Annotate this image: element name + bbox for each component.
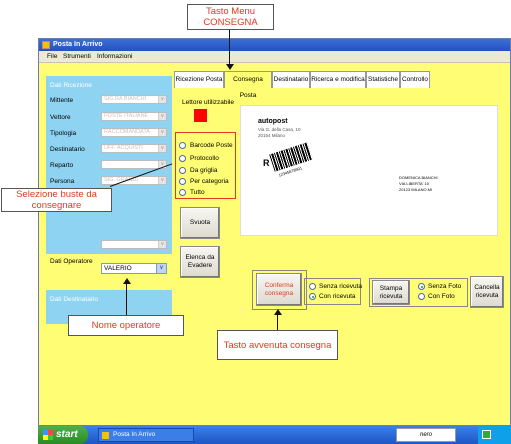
window-title: Posta In Arrivo [53, 41, 103, 48]
callout-selezione-buste: Selezione buste da consegnare [1, 188, 112, 212]
option-protocollo[interactable] [179, 155, 186, 162]
callout-arrow [126, 282, 127, 315]
option-da-griglia[interactable] [179, 167, 186, 174]
callout-arrow [277, 311, 278, 330]
envelope-preview: autopost Via G. della Casa, 10 20154 Mil… [240, 105, 498, 236]
chevron-down-icon[interactable]: ∨ [158, 145, 166, 152]
tab-controllo[interactable]: Controllo [400, 71, 430, 88]
chevron-down-icon[interactable]: ∨ [156, 264, 166, 273]
option-tutto[interactable] [179, 189, 186, 196]
option-con-foto[interactable] [418, 293, 425, 300]
raccomandata-mark: R [263, 158, 270, 168]
callout-nome-operatore: Nome operatore [68, 315, 184, 336]
sender-city: 20154 Milano [258, 133, 286, 138]
tab-consegna-posta[interactable]: Consegna Posta [224, 71, 272, 99]
tipologia-field[interactable]: RACCOMANDATA∨ [101, 128, 167, 137]
title-bar: Posta In Arrivo [39, 39, 510, 51]
option-label: Con Foto [428, 293, 455, 300]
chevron-down-icon[interactable]: ∨ [158, 241, 166, 248]
arrow-head-icon [226, 64, 234, 70]
start-button[interactable]: start [38, 426, 88, 444]
arrow-head-icon [274, 309, 282, 315]
tab-statistiche[interactable]: Statistiche [366, 71, 400, 88]
stampa-ricevuta-button[interactable]: Stampa ricevuta [372, 280, 410, 305]
option-label: Barcode Poste [190, 142, 233, 149]
arrow-head-icon [123, 278, 131, 284]
operatore-section-title: Dati Operatore [50, 258, 93, 265]
recipient-street: VIA LIBERTA' 10 [399, 181, 429, 186]
elenca-da-evadere-button[interactable]: Elenca da Evadere [180, 246, 220, 278]
windows-logo-icon [43, 430, 53, 440]
chevron-down-icon[interactable]: ∨ [158, 96, 166, 103]
recipient-city: 20123 MILANO MI [399, 187, 433, 192]
callout-tasto-avvenuta: Tasto avvenuta consegna [217, 330, 338, 360]
empty-field[interactable]: ∨ [101, 240, 167, 249]
operatore-select[interactable]: VALERIO∨ [101, 263, 167, 274]
chevron-down-icon[interactable]: ∨ [158, 129, 166, 136]
sender-address: Via G. della Casa, 10 [258, 127, 301, 132]
nero-tray-logo: nero [396, 428, 456, 442]
field-label-mittente: Mittente [50, 97, 74, 104]
taskbar: start Posta In Arrivo nero [38, 426, 511, 444]
tray-icon[interactable] [482, 430, 491, 439]
option-label: Protocollo [190, 155, 219, 162]
option-label: Con ricevuta [319, 293, 356, 300]
tab-ricezione-posta[interactable]: Ricezione Posta [174, 71, 224, 88]
cancella-ricevuta-button[interactable]: Cancella ricevuta [470, 276, 504, 308]
option-con-ricevuta[interactable] [309, 293, 316, 300]
stampa-frame [369, 278, 468, 307]
chevron-down-icon[interactable]: ∨ [158, 177, 166, 184]
option-senza-foto[interactable] [418, 283, 425, 290]
field-label-tipologia: Tipologia [50, 130, 77, 137]
svuota-button[interactable]: Svuota [180, 207, 220, 239]
option-label: Per categoria [190, 178, 229, 185]
lettore-label: Lettore utilizzabile [182, 99, 235, 106]
ricezione-section-title: Dati Ricezione [50, 82, 92, 89]
reader-status-indicator [194, 109, 207, 122]
option-label: Senza Foto [428, 283, 462, 290]
option-per-categoria[interactable] [179, 178, 186, 185]
destinatario-field[interactable]: UFF. ACQUISTI∨ [101, 144, 167, 153]
selection-group [175, 132, 236, 199]
field-label-persona: Persona [50, 178, 75, 185]
menu-strumenti[interactable]: Strumenti [63, 53, 91, 60]
taskbar-window-button[interactable]: Posta In Arrivo [98, 428, 194, 442]
field-label-reparto: Reparto [50, 162, 74, 169]
tab-ricerca-modifica[interactable]: Ricerca e modifica [310, 71, 366, 88]
recipient-name: DOMENICA BIANCHI [399, 175, 438, 180]
vettore-field[interactable]: POSTE ITALIANE∨ [101, 112, 167, 121]
menu-file[interactable]: File [47, 53, 58, 60]
option-label: Tutto [190, 189, 205, 196]
conferma-consegna-button[interactable]: Conferma consegna [256, 273, 302, 306]
option-barcode-poste[interactable] [179, 142, 186, 149]
mittente-field[interactable]: SIG.RA BIANCHI∨ [101, 95, 167, 104]
callout-tasto-menu: Tasto Menu CONSEGNA [187, 4, 274, 30]
field-label-destinatario: Destinatario [50, 146, 85, 153]
menu-bar: File Strumenti Informazioni [39, 51, 510, 63]
sender-name: autopost [258, 118, 288, 125]
tab-destinatario[interactable]: Destinatario [272, 71, 310, 88]
app-icon [102, 432, 109, 439]
ricevuta-group [304, 278, 361, 305]
field-label-vettore: Vettore [50, 114, 71, 121]
app-icon [42, 41, 50, 49]
chevron-down-icon[interactable]: ∨ [158, 161, 166, 168]
callout-arrow [229, 30, 230, 68]
chevron-down-icon[interactable]: ∨ [158, 113, 166, 120]
option-label: Da griglia [190, 167, 218, 174]
option-label: Senza ricevuta [319, 283, 362, 290]
destinatario-section-title: Dati Destinatario [50, 296, 99, 303]
option-senza-ricevuta[interactable] [309, 283, 316, 290]
menu-informazioni[interactable]: Informazioni [97, 53, 133, 60]
